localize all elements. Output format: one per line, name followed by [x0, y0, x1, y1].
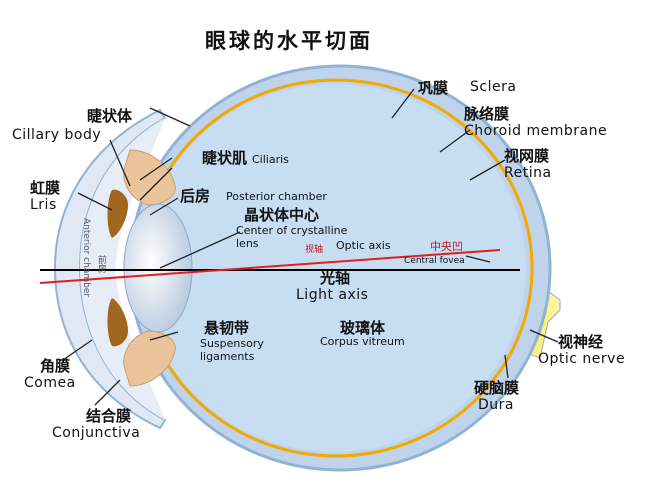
iris-lower — [107, 298, 128, 347]
dura-label-cn: 硬脑膜 — [474, 379, 520, 397]
anterior-chamber-label-en: Anterior chamber — [80, 218, 91, 298]
suspensory-label-en-2: ligaments — [200, 350, 255, 363]
vitreous-label-en: Corpus vitreum — [320, 335, 405, 348]
posterior-chamber-label-cn: 后房 — [180, 187, 211, 205]
diagram-title: 眼球的水平切面 — [205, 29, 373, 53]
iris-upper — [107, 189, 128, 238]
optic-axis-label-en: Optic axis — [336, 239, 391, 252]
lens-center-label-en-1: Center of crystalline — [236, 224, 348, 237]
optic-axis-label-cn: 视轴 — [305, 245, 324, 255]
vitreous-body — [142, 84, 526, 452]
lens-center-label-en-2: lens — [236, 237, 259, 250]
ciliaris-label-en: Ciliaris — [252, 153, 289, 166]
cornea-label-en: Comea — [24, 375, 76, 391]
crystalline-lens — [123, 203, 193, 333]
dura-label-en: Dura — [478, 397, 514, 413]
ciliary-body-lower — [123, 330, 176, 387]
ciliary-body-label-cn: 睫状体 — [87, 107, 133, 125]
conjunctiva-label-cn: 结合膜 — [86, 407, 132, 425]
iris-label-en: Lris — [30, 197, 57, 213]
ciliary-body-label-en: Cillary body — [12, 127, 102, 143]
iris-label-cn: 虹膜 — [30, 179, 61, 197]
sclera-label-cn: 巩膜 — [418, 79, 449, 97]
anterior-chamber — [80, 118, 165, 420]
choroid-label-cn: 脉络膜 — [464, 105, 510, 123]
cornea-label-cn: 角膜 — [40, 357, 71, 375]
fovea-label-en: Central fovea — [404, 256, 465, 266]
optic-nerve-label-en: Optic nerve — [538, 351, 626, 367]
retina-label-cn: 视网膜 — [504, 147, 550, 165]
optic-nerve-label-cn: 视神经 — [558, 333, 604, 351]
retina-label-en: Retina — [504, 165, 552, 181]
ciliary-body-upper — [123, 149, 176, 206]
lens-center-label-cn: 晶状体中心 — [244, 206, 320, 224]
light-axis-label-cn: 光轴 — [320, 269, 351, 287]
suspensory-label-en-1: Suspensory — [200, 337, 264, 350]
sclera-label-en: Sclera — [470, 79, 517, 95]
choroid-label-en: Choroid membrane — [464, 123, 608, 139]
leader-lines — [62, 88, 559, 406]
anterior-chamber-label-cn: 前房 — [95, 255, 106, 273]
ciliaris-label-cn: 睫状肌 — [202, 149, 248, 167]
suspensory-label-cn: 悬韧带 — [204, 319, 250, 337]
light-axis-label-en: Light axis — [296, 287, 369, 303]
fovea-label-cn: 中央凹 — [430, 240, 463, 253]
optic-axis-line — [39, 249, 501, 284]
vitreous-label-cn: 玻璃体 — [340, 319, 386, 337]
posterior-chamber-label-en: Posterior chamber — [226, 190, 327, 203]
conjunctiva-label-en: Conjunctiva — [52, 425, 141, 441]
